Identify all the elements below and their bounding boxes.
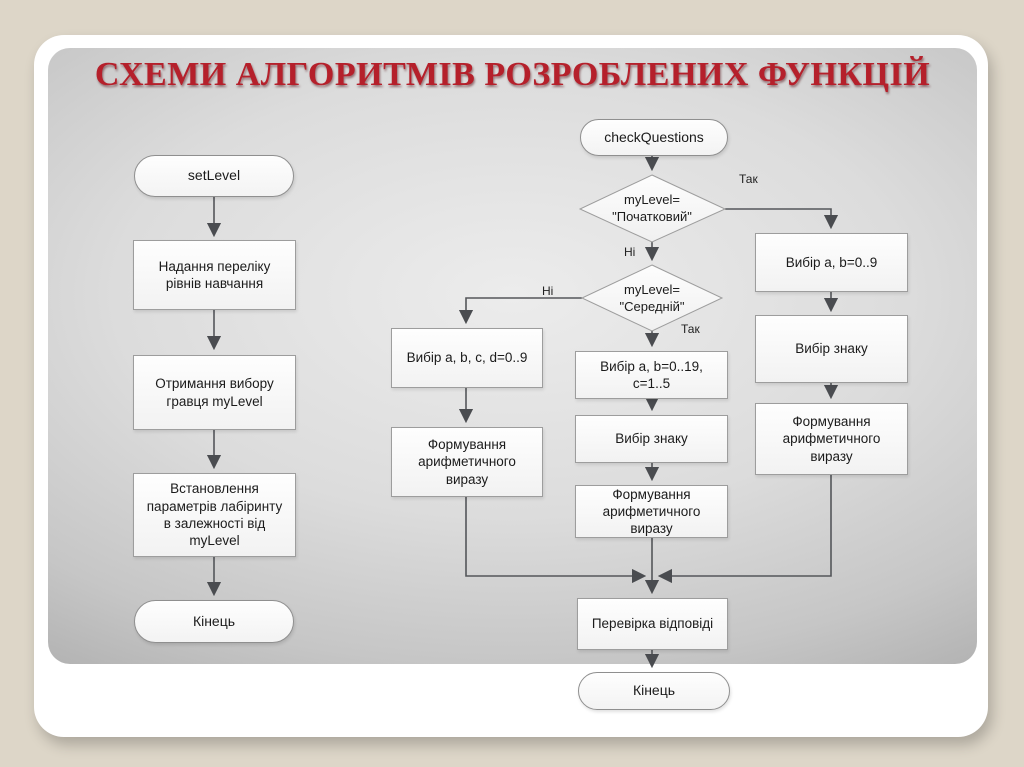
setlevel-step2-process: Отримання вибору гравця myLevel xyxy=(133,355,296,430)
edge-label-no-medium: Ні xyxy=(542,284,554,298)
decision-medium-text: myLevel= "Середній" xyxy=(619,282,685,314)
high-step2-process: Формування арифметичного виразу xyxy=(391,427,543,497)
medium-step2-process: Вибір знаку xyxy=(575,415,728,463)
checkquestions-start-terminator: checkQuestions xyxy=(580,119,728,156)
edge-label-yes-beginner: Так xyxy=(739,172,758,186)
decision-diamond-medium xyxy=(580,264,724,332)
decision-beginner-text: myLevel= "Початковий" xyxy=(612,192,692,224)
check-answer-process: Перевірка відповіді xyxy=(577,598,728,650)
medium-step1-process: Вибір a, b=0..19, c=1..5 xyxy=(575,351,728,399)
high-step1-process: Вибір a, b, c, d=0..9 xyxy=(391,328,543,388)
beginner-step1-process: Вибір a, b=0..9 xyxy=(755,233,908,292)
decision-diamond-beginner xyxy=(578,174,727,243)
medium-step3-process: Формування арифметичного виразу xyxy=(575,485,728,538)
beginner-step2-process: Вибір знаку xyxy=(755,315,908,383)
setlevel-end-terminator: Кінець xyxy=(134,600,294,643)
setlevel-start-terminator: setLevel xyxy=(134,155,294,197)
setlevel-step1-process: Надання переліку рівнів навчання xyxy=(133,240,296,310)
edge-label-yes-medium: Так xyxy=(681,322,700,336)
setlevel-step3-process: Встановлення параметрів лабіринту в зале… xyxy=(133,473,296,557)
checkquestions-flow-arrows xyxy=(458,156,839,669)
beginner-step3-process: Формування арифметичного виразу xyxy=(755,403,908,475)
checkquestions-end-terminator: Кінець xyxy=(578,672,730,710)
slide-title: СХЕМИ АЛГОРИТМІВ РОЗРОБЛЕНИХ ФУНКЦІЙ xyxy=(94,56,931,93)
edge-label-no-beginner: Ні xyxy=(624,245,636,259)
